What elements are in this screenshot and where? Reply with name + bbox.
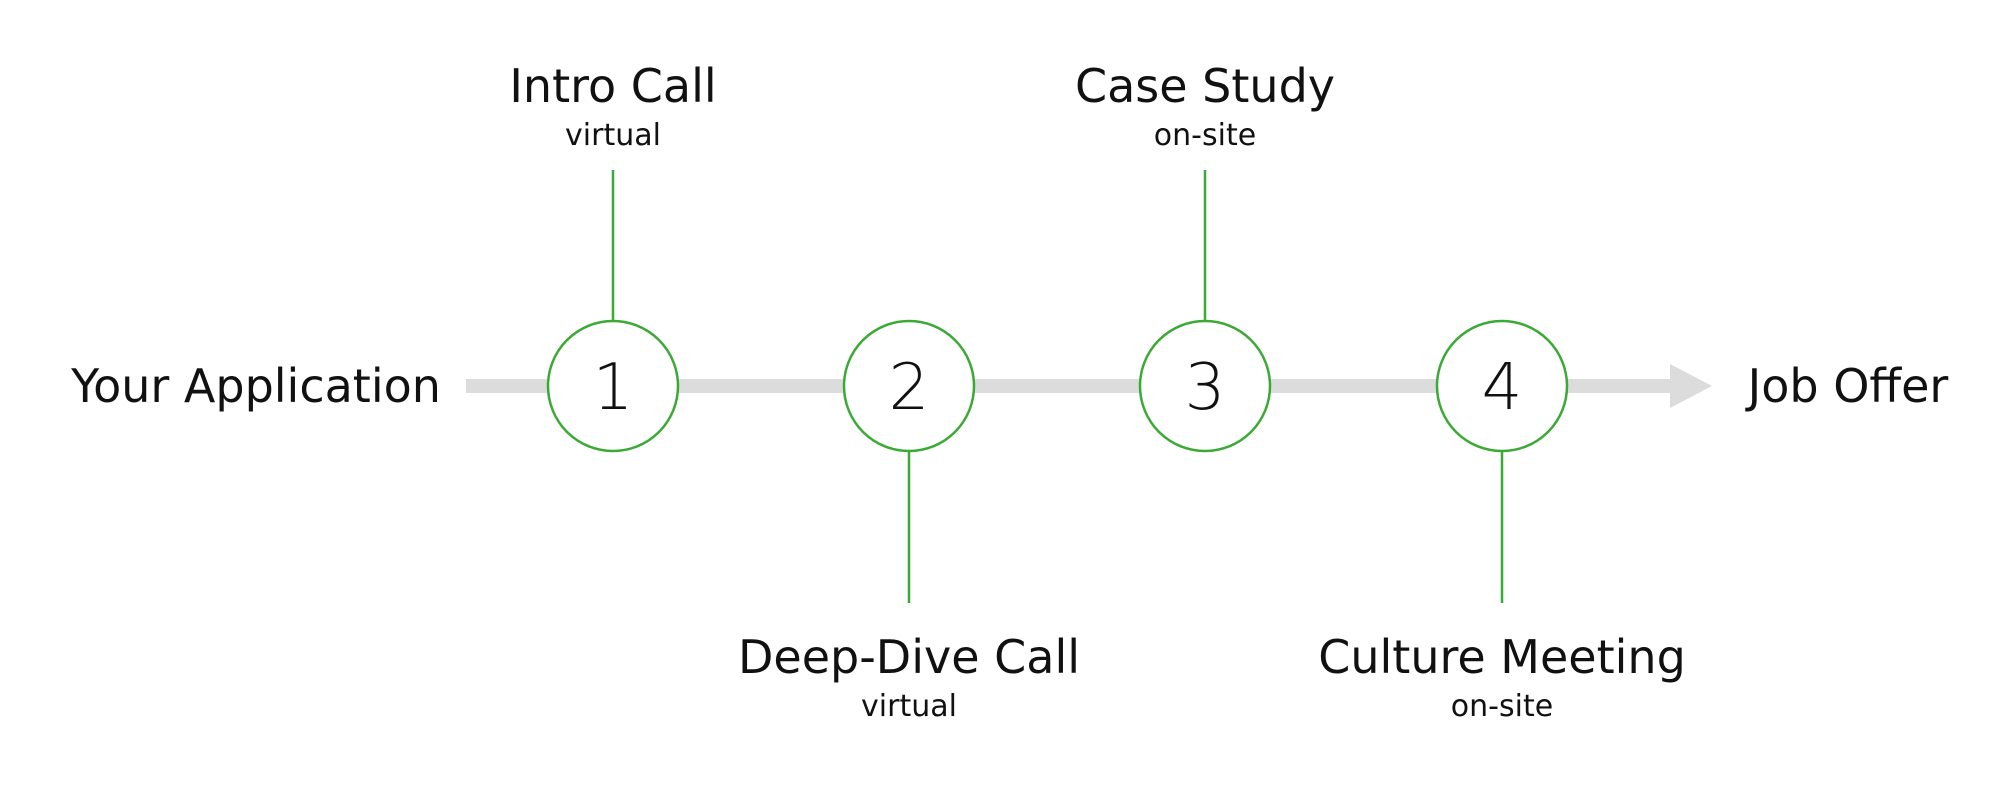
step-3-subtitle: on-site bbox=[1154, 118, 1256, 153]
step-1: 1 Intro Call virtual bbox=[509, 59, 717, 453]
step-2-number: 2 bbox=[889, 351, 930, 425]
step-4-number: 4 bbox=[1482, 351, 1523, 425]
timeline-track bbox=[466, 379, 1676, 393]
end-label: Job Offer bbox=[1745, 359, 1949, 413]
step-1-circle bbox=[546, 319, 680, 453]
step-2-title: Deep-Dive Call bbox=[738, 630, 1080, 684]
step-3-number: 3 bbox=[1185, 351, 1226, 425]
step-4-subtitle: on-site bbox=[1451, 689, 1553, 724]
step-2-circle bbox=[842, 319, 976, 453]
step-4-title: Culture Meeting bbox=[1318, 630, 1686, 684]
step-1-title: Intro Call bbox=[509, 59, 716, 113]
step-1-subtitle: virtual bbox=[565, 118, 661, 153]
step-2-subtitle: virtual bbox=[861, 689, 957, 724]
start-label: Your Application bbox=[70, 359, 441, 413]
step-1-number: 1 bbox=[593, 351, 634, 425]
step-3-circle bbox=[1138, 319, 1272, 453]
step-3-title: Case Study bbox=[1075, 59, 1335, 113]
timeline-arrowhead bbox=[1670, 364, 1712, 408]
step-3: 3 Case Study on-site bbox=[1075, 59, 1335, 453]
step-4-circle bbox=[1435, 319, 1569, 453]
step-2: 2 Deep-Dive Call virtual bbox=[738, 319, 1080, 724]
step-4: 4 Culture Meeting on-site bbox=[1318, 319, 1686, 724]
